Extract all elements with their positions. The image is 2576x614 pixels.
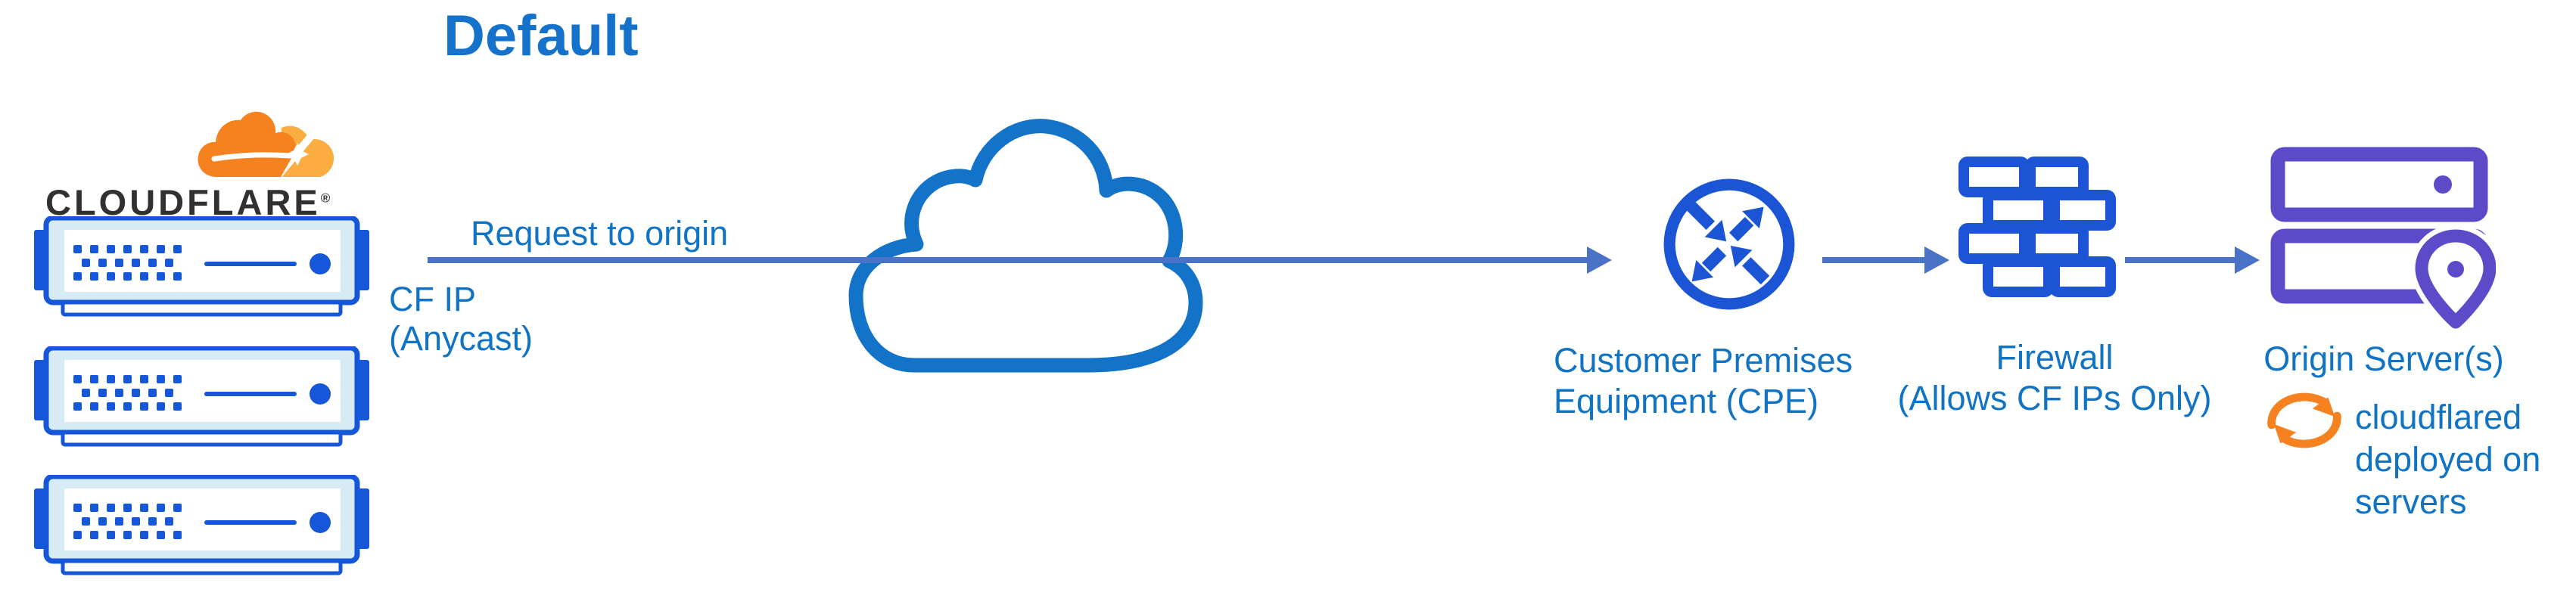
origin-servers-pin-icon bbox=[2270, 147, 2496, 332]
cpe-label-line1: Customer Premises bbox=[1554, 341, 1853, 380]
page-title: Default bbox=[443, 4, 639, 68]
cpe-label: Customer Premises Equipment (CPE) bbox=[1554, 340, 1853, 422]
edge-server-icon bbox=[34, 346, 369, 447]
cf-ip-line1: CF IP bbox=[389, 280, 477, 318]
sync-arrows-icon bbox=[2267, 392, 2341, 448]
cloudflared-note-line2: deployed on bbox=[2355, 440, 2541, 479]
edge-server-icon bbox=[34, 216, 369, 317]
cf-ip-anycast-label: CF IP (Anycast) bbox=[389, 280, 533, 358]
firewall-label-line1: Firewall bbox=[1996, 338, 2114, 377]
cpe-to-firewall-arrowhead bbox=[1924, 247, 1949, 274]
cloudflare-logo-icon bbox=[198, 111, 334, 181]
cpe-label-line2: Equipment (CPE) bbox=[1554, 382, 1819, 420]
cloudflared-note-line1: cloudflared bbox=[2355, 398, 2522, 436]
registered-trademark-symbol: ® bbox=[320, 191, 331, 206]
firewall-to-origin-arrowhead bbox=[2235, 247, 2260, 274]
request-arrowhead bbox=[1587, 247, 1612, 274]
firewall-label: Firewall (Allows CF IPs Only) bbox=[1888, 337, 2221, 419]
wordmark-text: CLOUDFLARE bbox=[45, 182, 321, 222]
request-arrow-line bbox=[428, 257, 1588, 263]
cloudflared-note: cloudflared deployed on servers bbox=[2355, 396, 2540, 523]
edge-server-icon bbox=[34, 475, 369, 575]
firewall-label-line2: (Allows CF IPs Only) bbox=[1897, 379, 2212, 417]
cloudflared-note-line3: servers bbox=[2355, 482, 2467, 521]
cpe-to-firewall-arrow-line bbox=[1822, 257, 1925, 263]
internet-cloud-icon bbox=[848, 119, 1203, 373]
firewall-to-origin-arrow-line bbox=[2125, 257, 2235, 263]
cloudflare-wordmark: CLOUDFLARE® bbox=[45, 181, 348, 223]
router-icon bbox=[1663, 178, 1795, 310]
origin-server-label: Origin Server(s) bbox=[2263, 340, 2504, 378]
brick-wall-icon bbox=[1958, 157, 2116, 297]
cf-ip-line2: (Anycast) bbox=[389, 319, 534, 358]
request-to-origin-label: Request to origin bbox=[471, 214, 729, 253]
